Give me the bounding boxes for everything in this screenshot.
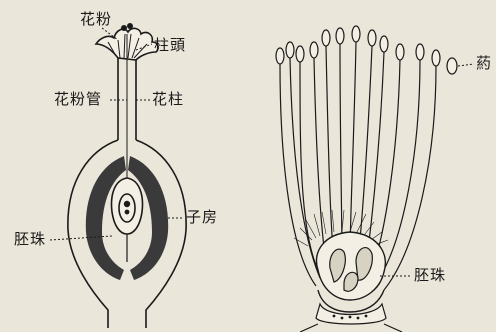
- filament: [326, 46, 334, 262]
- anther: [322, 30, 330, 46]
- anther: [276, 48, 284, 64]
- pollen-grain: [128, 24, 132, 28]
- label-ovary: 子房: [186, 210, 218, 225]
- label-ovule-right: 胚珠: [414, 268, 446, 283]
- label-style: 花柱: [152, 92, 184, 107]
- flower-stamens: [276, 26, 474, 332]
- anther: [296, 46, 304, 62]
- anther: [336, 28, 344, 44]
- filament: [340, 44, 342, 258]
- label-pollen-tube: 花粉管: [54, 92, 102, 107]
- anther: [286, 42, 294, 58]
- anther: [416, 44, 424, 60]
- anther: [432, 50, 440, 66]
- filament: [290, 58, 320, 278]
- anther: [380, 36, 388, 52]
- anther: [310, 42, 318, 58]
- label-ovule-left: 胚珠: [14, 232, 46, 247]
- label-anther: 葯: [476, 56, 492, 71]
- filament: [372, 60, 400, 270]
- anther: [368, 30, 376, 46]
- label-pollen: 花粉: [80, 12, 112, 27]
- pistil-section: [50, 24, 186, 328]
- filament: [280, 64, 316, 286]
- anther: [352, 26, 360, 42]
- label-stigma: 柱頭: [154, 38, 186, 53]
- filament: [350, 42, 356, 258]
- filament: [314, 58, 326, 264]
- pollen-grain: [122, 26, 126, 30]
- anther: [447, 58, 457, 74]
- anther: [396, 44, 404, 60]
